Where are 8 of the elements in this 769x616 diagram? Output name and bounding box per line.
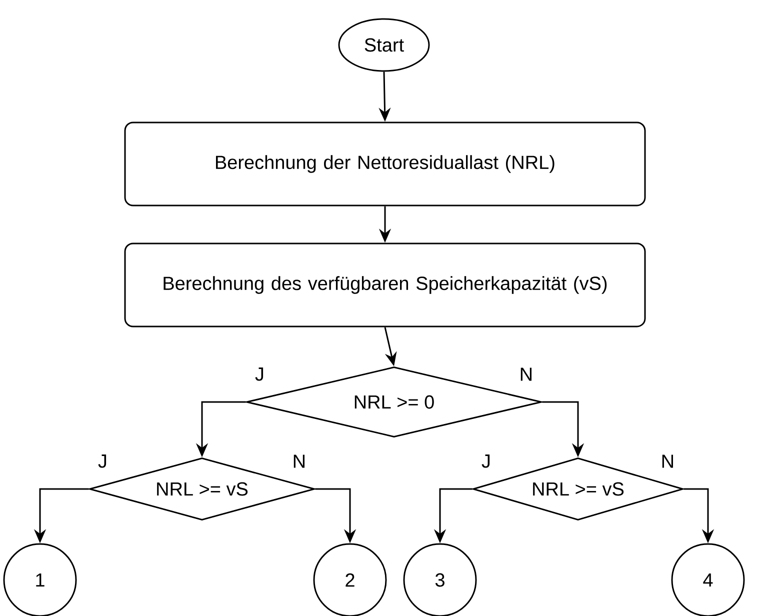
edge-label: N <box>662 454 673 468</box>
edge-label: N <box>294 454 304 468</box>
edge-label: J <box>98 454 106 468</box>
edge-label: J <box>482 454 490 468</box>
edge-label: J <box>255 368 264 381</box>
edge-label: N <box>520 368 532 381</box>
process-box: Berechnung der Nettoresiduallast (NRL) <box>124 122 646 206</box>
process-box: Berechnung des verfügbaren Speicherkapazität (vS) <box>124 242 646 328</box>
